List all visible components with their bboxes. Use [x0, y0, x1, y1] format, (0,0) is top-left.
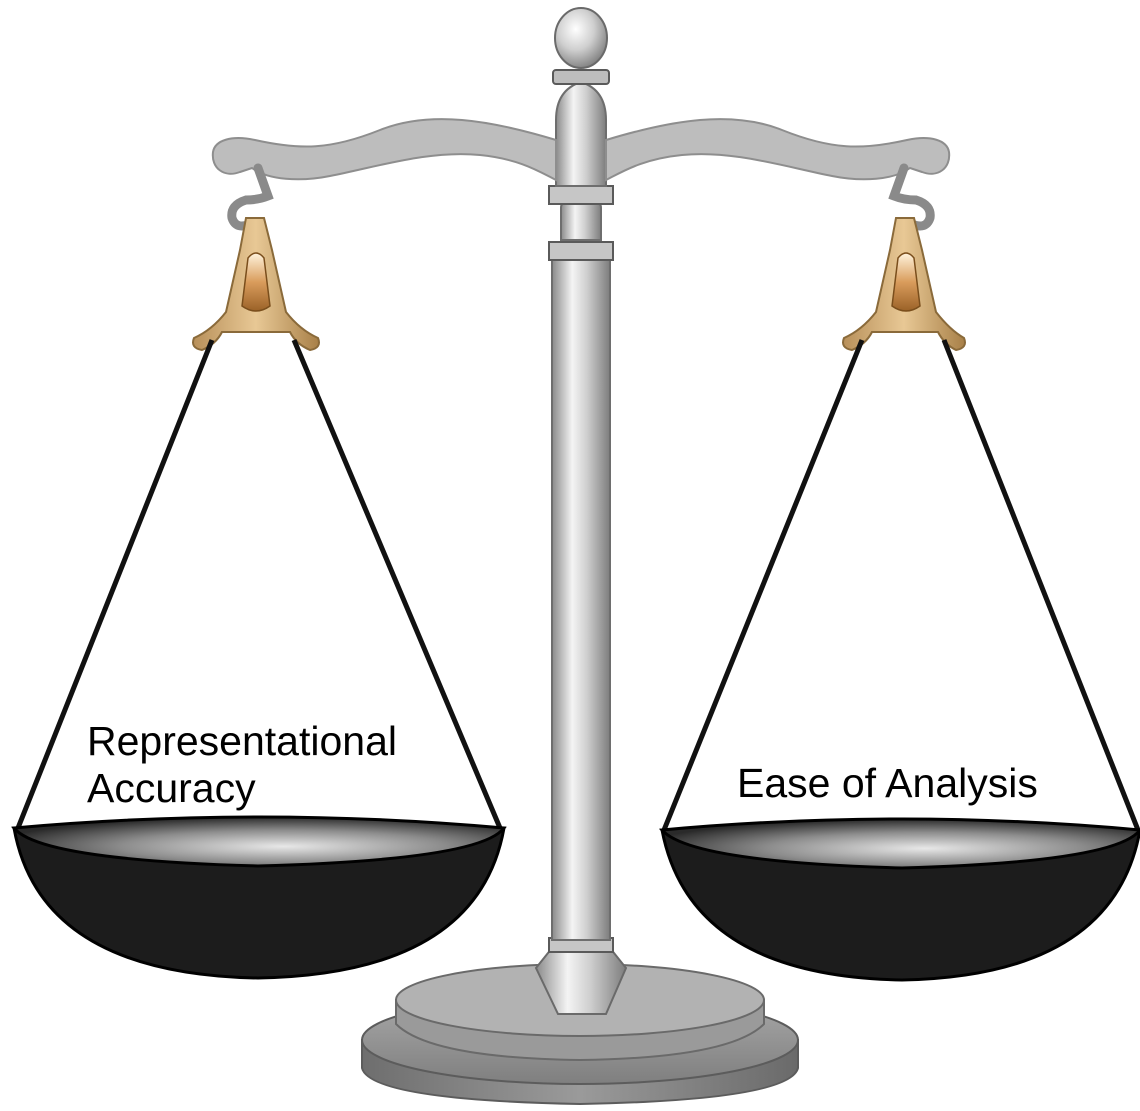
left-pan-label: Representational Accuracy [87, 718, 397, 812]
left-hanger [192, 217, 320, 352]
left-pan-label-line-2: Accuracy [87, 765, 256, 811]
right-string-outer [661, 339, 865, 831]
left-pan [11, 815, 507, 980]
left-pan-assembly [11, 217, 507, 980]
right-hanger [842, 217, 966, 352]
left-string-inner [291, 339, 503, 829]
scale-beam [211, 118, 951, 231]
right-string-inner [941, 339, 1140, 831]
right-pan [658, 817, 1140, 982]
right-pan-label: Ease of Analysis [737, 760, 1038, 806]
left-pan-label-line-1: Representational [87, 718, 397, 764]
right-pan-assembly [658, 217, 1140, 982]
scale-pole [534, 7, 628, 1015]
left-string-outer [15, 339, 215, 829]
